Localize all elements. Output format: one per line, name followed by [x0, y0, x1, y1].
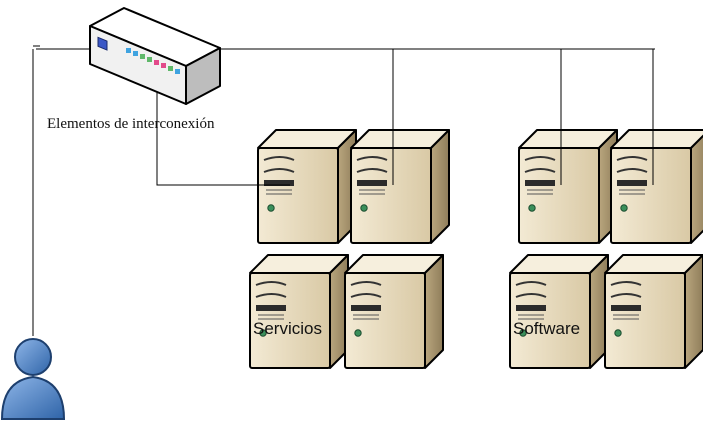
server-tower-icon	[249, 254, 349, 369]
server-tower-icon	[509, 254, 609, 369]
network-switch-icon	[89, 7, 221, 105]
switch-port-leds	[126, 48, 180, 74]
server-tower-icon	[604, 254, 703, 369]
server-tower-icon	[344, 254, 444, 369]
server-tower-icon	[610, 129, 703, 244]
switch-to-server-line	[156, 56, 290, 186]
group-label-servicios: Servicios	[253, 319, 322, 338]
server-tower-icon	[518, 129, 618, 244]
server-tower-icon	[257, 129, 357, 244]
server-tower-icon	[350, 129, 450, 244]
group-label-software: Software	[513, 319, 580, 338]
interconnect-label: Elementos de interconexión	[47, 116, 215, 132]
user-icon	[1, 338, 65, 420]
